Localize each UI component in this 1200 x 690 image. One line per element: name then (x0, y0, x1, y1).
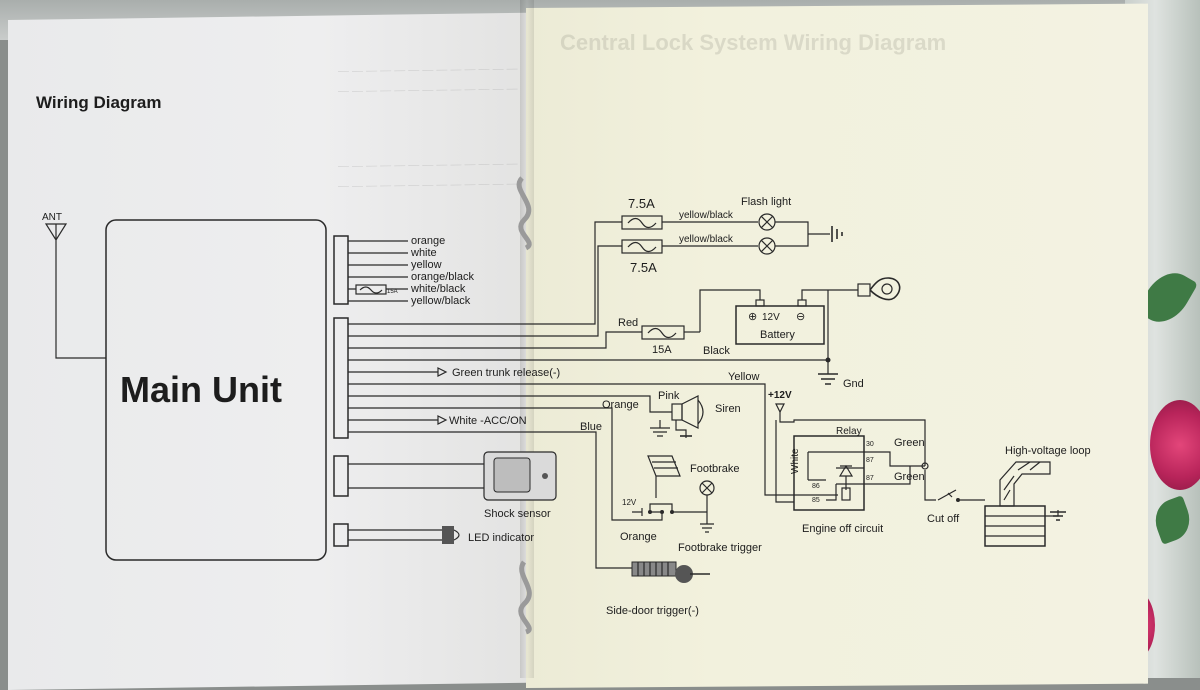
blue-wire-label: Blue (580, 421, 602, 433)
battery-minus: ⊖ (796, 311, 805, 323)
orange-wire-label: Orange (602, 399, 639, 411)
harness-wire-white: white (410, 247, 437, 259)
footbrake-trigger-label: Footbrake trigger (678, 542, 762, 554)
fuse-15a: Red 15A Black (618, 317, 730, 357)
white-acc-label: White -ACC/ON (449, 415, 527, 427)
flower-shape (1150, 400, 1200, 490)
flash-light-label: Flash light (741, 196, 791, 208)
side-door-label: Side-door trigger(-) (606, 605, 699, 617)
relay-pin-86: 86 (812, 483, 820, 490)
relay-pin-87b: 87 (866, 475, 874, 482)
side-door-trigger-symbol: Side-door trigger(-) (606, 561, 710, 617)
red-wire-label: Red (618, 317, 638, 329)
plus12v-label: +12V (768, 390, 792, 401)
yellow-wire-label: Yellow (728, 371, 759, 383)
relay-block: +12V Relay 30 87 87 86 85 White Green Gr… (768, 390, 985, 535)
fuse-15a-label: 15A (652, 344, 672, 356)
engine-off-label: Engine off circuit (802, 523, 883, 535)
battery-symbol: ⊕ 12V ⊖ Battery (699, 277, 901, 360)
green-label-2: Green (894, 471, 925, 483)
orange-bottom-label: Orange (620, 531, 657, 543)
flash-wire-bottom-label: yellow/black (679, 234, 734, 245)
green-label-1: Green (894, 437, 925, 449)
arrow-icon (437, 367, 448, 377)
footbrake-label: Footbrake (690, 463, 740, 475)
battery-voltage: 12V (762, 312, 780, 323)
book-spine (520, 0, 534, 678)
harness-connector-2 (333, 221, 838, 569)
gnd-label: Gnd (843, 378, 864, 390)
diagram-title: Wiring Diagram (36, 93, 161, 112)
battery-plus: ⊕ (748, 311, 757, 323)
led-label: LED indicator (468, 532, 534, 544)
fuse-bottom-label: 7.5A (630, 260, 657, 275)
shock-sensor-symbol: Shock sensor (333, 451, 557, 520)
footbrake-12v-label: 12V (622, 498, 637, 507)
harness-wire-orange-black: orange/black (411, 271, 474, 283)
led-indicator-symbol: LED indicator (333, 523, 534, 547)
harness-wire-orange: orange (411, 235, 445, 247)
battery-label: Battery (760, 329, 795, 341)
harness-wire-yellow-black: yellow/black (411, 295, 471, 307)
relay-white-label: White (790, 448, 801, 474)
antenna-symbol: ANT (42, 212, 106, 359)
relay-pin-30: 30 (866, 441, 874, 448)
staple-top (516, 176, 532, 251)
fuse-top-label: 7.5A (628, 196, 655, 211)
harness-wire-white-black: white/black (410, 283, 466, 295)
harness1-fuse-label: 15A (387, 289, 398, 295)
bleed-through-heading: Central Lock System Wiring Diagram (560, 30, 947, 55)
main-unit-label: Main Unit (120, 369, 282, 410)
antenna-label: ANT (42, 212, 62, 223)
relay-pin-85: 85 (812, 497, 820, 504)
shock-sensor-label: Shock sensor (484, 508, 551, 520)
high-voltage-loop: High-voltage loop (984, 445, 1091, 547)
staple-bottom (518, 560, 532, 635)
siren-label: Siren (715, 403, 741, 415)
relay-label: Relay (836, 426, 862, 437)
main-unit-box (105, 219, 327, 561)
flash-light-symbol: Flash light (741, 196, 843, 255)
harness-wire-yellow: yellow (411, 259, 442, 271)
footbrake-symbol: Footbrake 12V Orange Footbrake trigger (618, 455, 762, 554)
fuse-bottom: 7.5A yellow/black (621, 234, 758, 275)
relay-pin-87a: 87 (866, 457, 874, 464)
high-voltage-label: High-voltage loop (1005, 445, 1091, 457)
harness-connector-1: 15A orange white yellow orange/black whi… (333, 235, 474, 307)
black-wire-label: Black (703, 345, 730, 357)
siren-symbol: Pink Siren (650, 390, 741, 438)
cut-off-label: Cut off (927, 513, 960, 525)
flash-wire-top-label: yellow/black (679, 210, 734, 221)
pink-wire-label: Pink (658, 390, 680, 402)
arrow-icon (437, 415, 448, 425)
green-trunk-label: Green trunk release(-) (452, 367, 560, 379)
fuse-top: 7.5A yellow/black (621, 196, 758, 230)
ground-symbol: Gnd (818, 357, 864, 390)
